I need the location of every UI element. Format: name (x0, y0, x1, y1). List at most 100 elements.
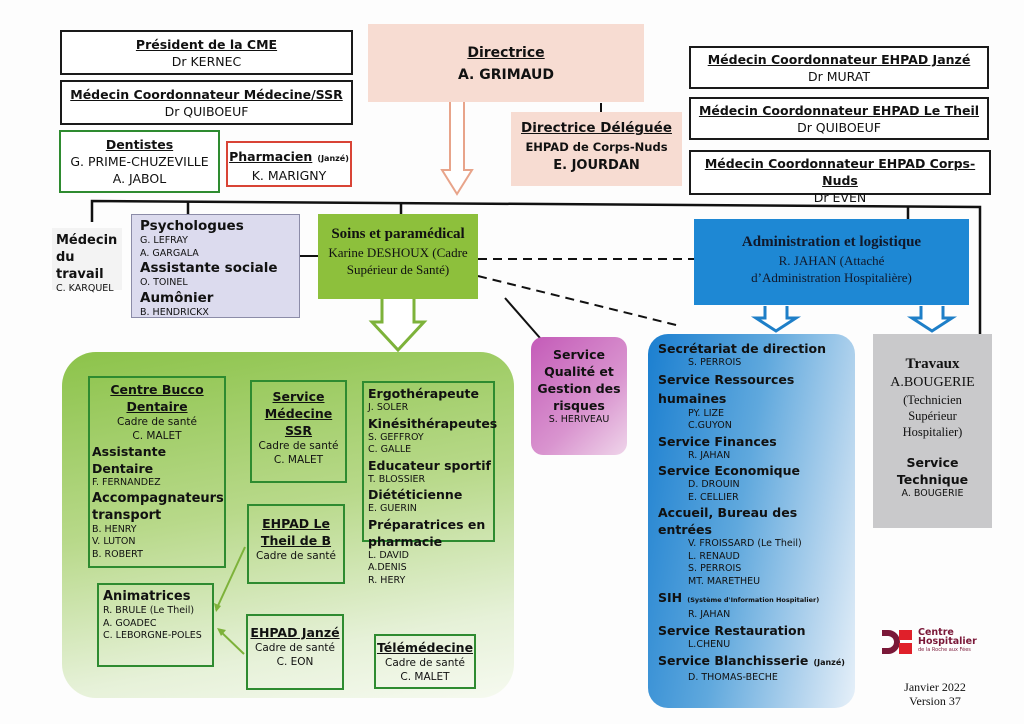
educateur-sportif-title: Educateur sportif (368, 457, 491, 473)
logo-line3: de la Roche aux Fées (918, 647, 971, 653)
qualite-title-2: Qualité et (544, 364, 614, 379)
kine-name: S. GEFFROY (368, 431, 424, 443)
travaux-title: Travaux (905, 356, 960, 372)
travaux-line3: Hospitalier) (902, 425, 963, 439)
finances-title: Service Finances (658, 433, 777, 449)
secretariat-name: S. PERROIS (688, 357, 742, 368)
ergotherapeute-name: J. SOLER (368, 402, 409, 413)
directrice-title: Directrice (467, 45, 545, 61)
rh-title: Service Ressources humaines (658, 371, 795, 406)
medecin-travail-title-2: du travail (56, 250, 104, 282)
arrowhead-icon (214, 603, 221, 612)
accompagnateur-name: V. LUTON (92, 536, 136, 547)
theil-role: Cadre de santé (256, 550, 336, 562)
footer-version: Version 37 (909, 694, 961, 708)
arrow-down-soins-icon (368, 299, 428, 353)
admin-line2: d’Administration Hospitalière) (751, 270, 912, 285)
bucco-role: Cadre de santé (117, 416, 197, 428)
service-technique-title-2: Technique (896, 472, 969, 487)
animatrice-name: C. LEBORGNE-POLES (103, 630, 202, 641)
med-coord-title: Médecin Coordonnateur EHPAD Corps-Nuds (704, 156, 976, 188)
economique-title: Service Economique (658, 463, 800, 478)
animatrice-name: R. BRULE (Le Theil) (103, 605, 195, 616)
preparatrices-title: Préparatrices en pharmacie (368, 516, 486, 549)
cme-president-box: Président de la CME Dr KERNEC (60, 30, 353, 75)
dentistes-title: Dentistes (105, 137, 174, 152)
pharmacien-title: Pharmacien (229, 149, 313, 164)
travaux-line2: Supérieur (908, 409, 957, 423)
psychologue-name: A. GARGALA (140, 247, 199, 259)
economique-name: D. DROUIN (688, 479, 740, 490)
med-coord-name: Dr EVEN (813, 190, 867, 205)
telemedecine-role: Cadre de santé (385, 657, 465, 669)
assistante-dentaire-name: F. FERNANDEZ (92, 477, 161, 488)
theil-title-2: Theil de B (260, 533, 332, 548)
restauration-title: Service Restauration (658, 622, 806, 638)
med-coord-name: Dr MURAT (807, 69, 871, 84)
ssr-name: C. MALET (273, 454, 324, 466)
kine-name: C. GALLE (368, 444, 412, 455)
logo-mark-icon (882, 630, 912, 654)
directrice-deleguee-box: Directrice Déléguée EHPAD de Corps-Nuds … (511, 112, 682, 186)
qualite-title-4: risques (553, 398, 605, 413)
accueil-name: S. PERROIS (688, 563, 742, 574)
assistante-sociale-title: Assistante sociale (140, 260, 278, 276)
janze-title: EHPAD Janzé (250, 625, 340, 640)
administration-logistique-box: Administration et logistique R. JAHAN (A… (694, 219, 969, 305)
soins-line1: Karine DESHOUX (Cadre (328, 245, 468, 260)
psychologues-box: Psychologues G. LEFRAY A. GARGALA Assist… (131, 214, 300, 318)
service-medecine-ssr-box: Service Médecine SSR Cadre de santé C. M… (250, 380, 347, 483)
accueil-name: V. FROISSARD (Le Theil) (688, 538, 802, 549)
qualite-name: S. HERIVEAU (548, 414, 610, 425)
med-coord-janze-box: Médecin Coordonnateur EHPAD Janzé Dr MUR… (689, 46, 989, 89)
psychologue-name: G. LEFRAY (140, 235, 188, 246)
cme-title: Président de la CME (135, 37, 278, 52)
travaux-line1: (Technicien (903, 393, 962, 407)
ssr-title-2: Médecine (264, 406, 333, 421)
med-coord-corps-nuds-box: Médecin Coordonnateur EHPAD Corps-Nuds D… (689, 150, 991, 205)
logo-line1: Centre (918, 627, 954, 638)
med-coord-name: Dr QUIBOEUF (797, 120, 881, 135)
animatrices-title: Animatrices (103, 589, 191, 604)
rh-name: C.GUYON (688, 420, 732, 431)
qualite-title-3: Gestion des (537, 381, 621, 396)
dieteticienne-name: E. GUERIN (368, 503, 417, 514)
paramedical-box: Ergothérapeute J. SOLER Kinésithérapeute… (362, 381, 497, 586)
secretariat-title: Secrétariat de direction (658, 341, 826, 356)
bucco-title-2: Dentaire (126, 399, 188, 414)
assistante-dentaire-title: Assistante Dentaire (92, 444, 167, 476)
accueil-name: L. RENAUD (688, 550, 740, 562)
ssr-title-3: SSR (284, 423, 313, 438)
aumonier-title: Aumônier (140, 289, 214, 306)
arrow-down-travaux-icon (906, 306, 958, 333)
dashed-soins-admin-services (477, 275, 681, 327)
arrow-theil-animatrices-icon (215, 546, 246, 611)
admin-line1: R. JAHAN (Attaché (778, 253, 885, 268)
cme-name: Dr KERNEC (171, 54, 242, 69)
medecin-travail-title: Médecin (56, 233, 118, 248)
med-coord-theil-box: Médecin Coordonnateur EHPAD Le Theil Dr … (689, 97, 989, 140)
medecin-travail-box: Médecin du travail C. KARQUEL (52, 228, 122, 294)
sih-name: R. JAHAN (688, 609, 731, 620)
bucco-name: C. MALET (132, 430, 182, 442)
pharmacien-qualifier: (Janzé) (317, 154, 349, 163)
ssr-title: Service (272, 389, 325, 404)
soins-services-area (62, 352, 514, 698)
footer-date: Janvier 2022 (904, 680, 966, 694)
med-coord-title: Médecin Coordonnateur EHPAD Le Theil (698, 103, 980, 118)
travaux-box: Travaux A.BOUGERIE (Technicien Supérieur… (873, 334, 992, 528)
deleguee-title: Directrice Déléguée (521, 120, 672, 136)
animatrices-box: Animatrices R. BRULE (Le Theil) A. GOADE… (97, 583, 214, 667)
dentiste-name: G. PRIME-CHUZEVILLE (70, 154, 209, 169)
telemedecine-box: Télémédecine Cadre de santé C. MALET (374, 634, 476, 689)
soins-paramedical-box: Soins et paramédical Karine DESHOUX (Cad… (318, 214, 478, 299)
preparatrice-name: L. DAVID (368, 549, 409, 561)
directrice-box: Directrice A. GRIMAUD (368, 24, 644, 102)
accompagnateurs-title: Accompagnateurs (92, 490, 224, 506)
soins-title: Soins et paramédical (331, 226, 465, 242)
admin-services-area: Secrétariat de direction S. PERROIS Serv… (648, 334, 855, 708)
service-technique-name: A. BOUGERIE (901, 488, 964, 499)
arrow-janze-animatrices-icon (218, 629, 245, 655)
pharmacien-box: Pharmacien (Janzé) K. MARIGNY (226, 141, 352, 187)
